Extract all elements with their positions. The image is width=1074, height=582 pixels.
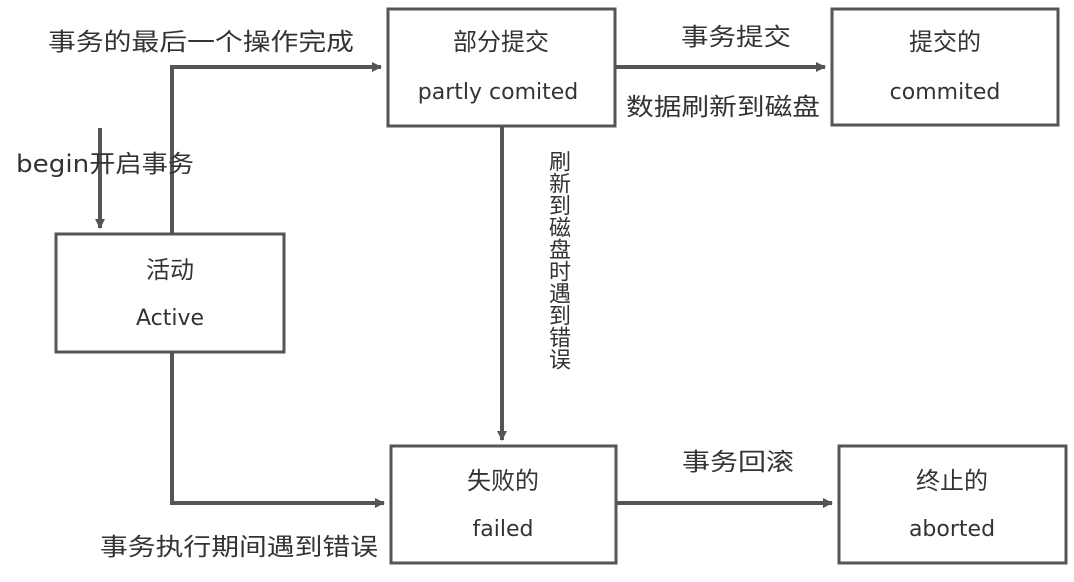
node-failed-zh: 失败的 bbox=[467, 467, 539, 495]
label-commit-bottom: 数据刷新到磁盘 bbox=[626, 93, 820, 121]
label-commit-top: 事务提交 bbox=[681, 23, 791, 51]
edge-active-to-partly bbox=[170, 62, 382, 233]
node-active-zh: 活动 bbox=[146, 256, 194, 284]
label-begin: begin开启事务 bbox=[16, 150, 194, 178]
label-flush-error: 刷新到磁盘时遇到错误 bbox=[545, 150, 570, 370]
node-aborted-en: aborted bbox=[909, 517, 995, 542]
node-aborted-zh: 终止的 bbox=[916, 467, 988, 495]
node-partly-committed: 部分提交 partly comited bbox=[386, 7, 617, 128]
node-committed: 提交的 commited bbox=[830, 7, 1060, 127]
label-rollback: 事务回滚 bbox=[682, 448, 794, 476]
edge-active-to-failed bbox=[170, 352, 385, 508]
node-active: 活动 Active bbox=[54, 232, 286, 354]
node-active-en: Active bbox=[136, 306, 204, 331]
label-last-op-done: 事务的最后一个操作完成 bbox=[48, 28, 354, 56]
node-committed-en: commited bbox=[890, 80, 1001, 105]
label-exec-error: 事务执行期间遇到错误 bbox=[100, 533, 378, 561]
node-aborted: 终止的 aborted bbox=[837, 444, 1068, 565]
node-committed-zh: 提交的 bbox=[909, 28, 981, 56]
node-partly-en: partly comited bbox=[418, 80, 578, 105]
node-partly-zh: 部分提交 bbox=[453, 28, 549, 56]
node-failed: 失败的 failed bbox=[389, 444, 618, 565]
node-failed-en: failed bbox=[473, 517, 534, 542]
